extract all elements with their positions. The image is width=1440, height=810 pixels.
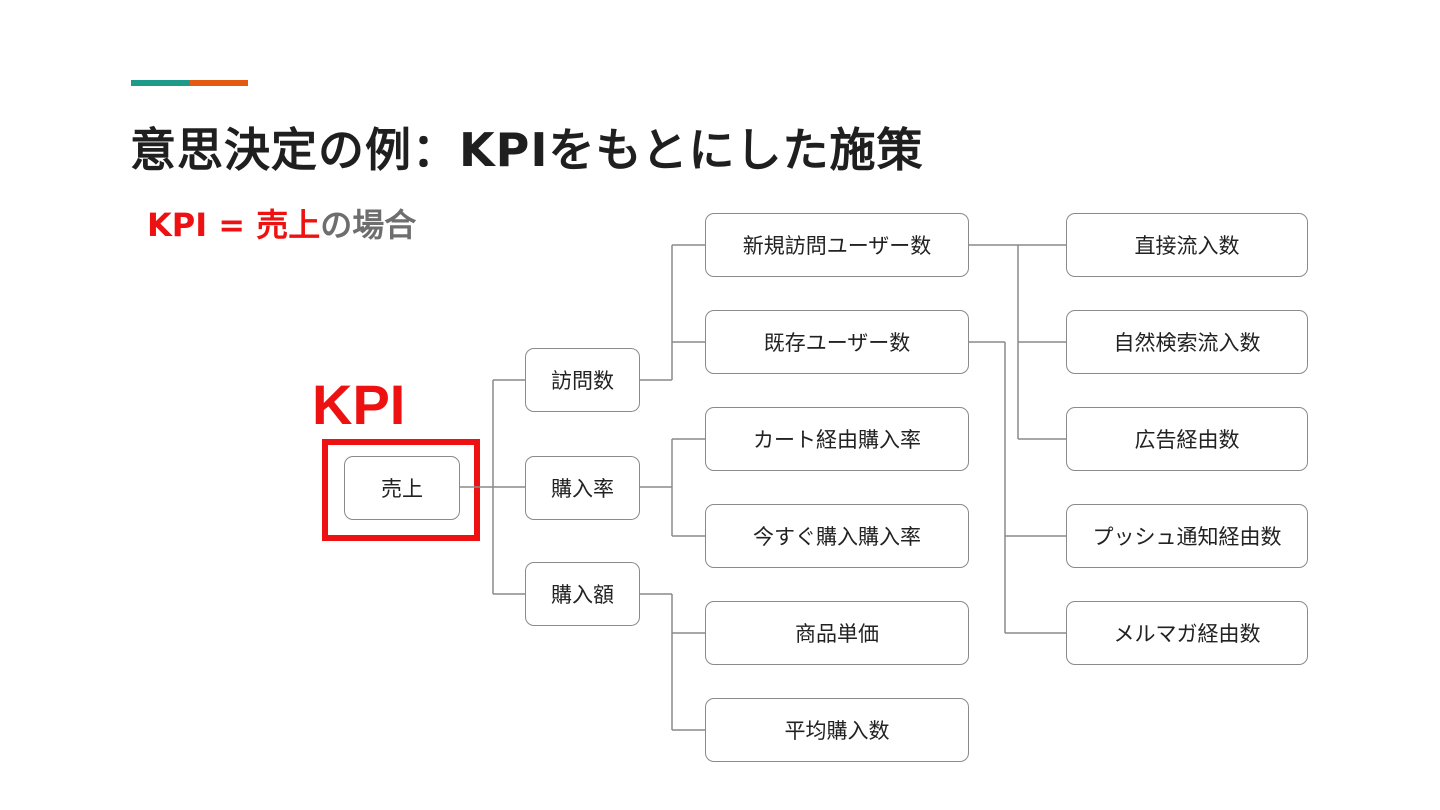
kpi-label: KPI <box>312 373 406 436</box>
node-l2-new-visitors: 新規訪問ユーザー数 <box>705 213 969 277</box>
node-l3-push: プッシュ通知経由数 <box>1066 504 1308 568</box>
node-l2-unit-price: 商品単価 <box>705 601 969 665</box>
node-l1-visits: 訪問数 <box>525 348 640 412</box>
slide-subtitle: KPI = 売上の場合 <box>147 200 416 246</box>
node-l1-purchase-amount: 購入額 <box>525 562 640 626</box>
node-l2-cart-rate: カート経由購入率 <box>705 407 969 471</box>
subtitle-case-part: の場合 <box>320 206 417 244</box>
node-l3-ads: 広告経由数 <box>1066 407 1308 471</box>
slide-title: 意思決定の例：KPIをもとにした施策 <box>130 123 924 177</box>
node-l3-organic: 自然検索流入数 <box>1066 310 1308 374</box>
node-l1-purchase-rate: 購入率 <box>525 456 640 520</box>
node-l2-buynow-rate: 今すぐ購入購入率 <box>705 504 969 568</box>
accent-bar-orange <box>190 80 248 86</box>
kpi-highlight-frame <box>322 439 480 541</box>
subtitle-kpi-part: KPI = 売上 <box>147 206 321 244</box>
node-l3-direct: 直接流入数 <box>1066 213 1308 277</box>
accent-bar-teal <box>131 80 190 86</box>
node-root: 売上 <box>344 456 460 520</box>
node-l3-mail: メルマガ経由数 <box>1066 601 1308 665</box>
node-l2-existing-users: 既存ユーザー数 <box>705 310 969 374</box>
node-l2-avg-quantity: 平均購入数 <box>705 698 969 762</box>
